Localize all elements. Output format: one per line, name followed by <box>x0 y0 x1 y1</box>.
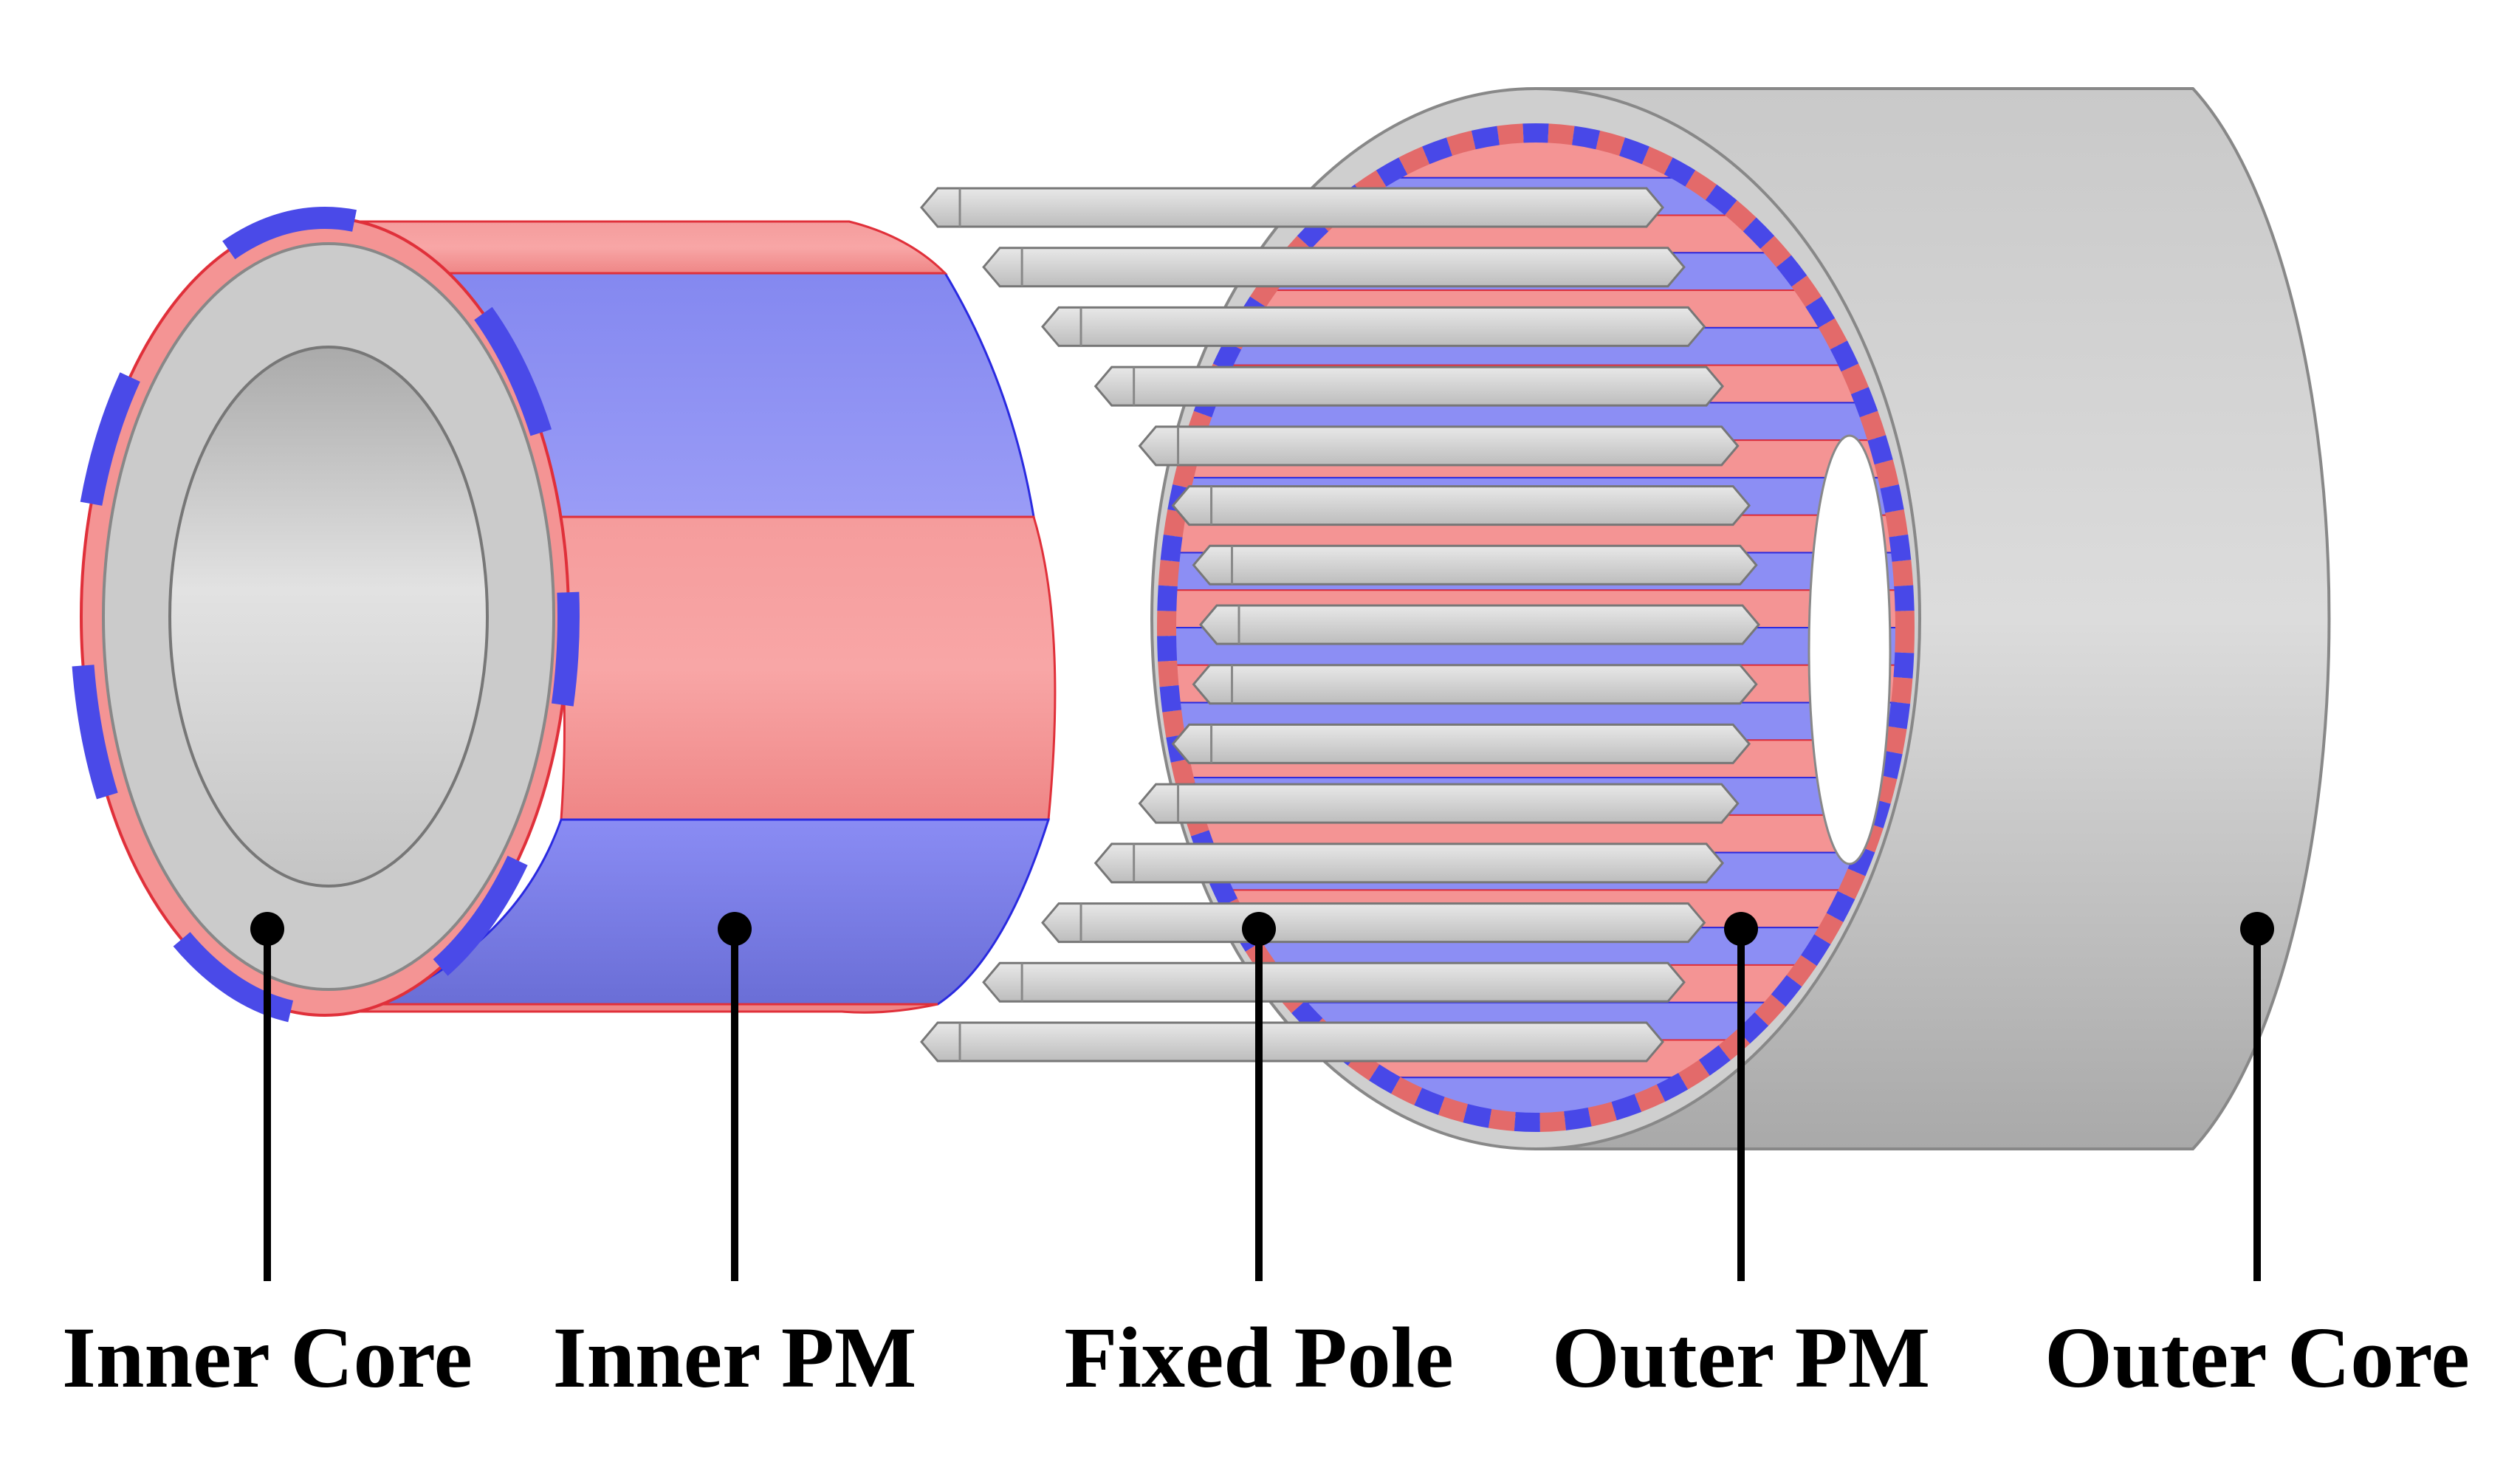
leader-outer-pm <box>1724 912 1758 1281</box>
leader-outer-core <box>2240 912 2274 1281</box>
inner-pm-red-middle <box>545 515 1057 821</box>
leader-lines <box>250 912 2274 1281</box>
outer-pm-rim <box>1157 123 1915 1132</box>
leader-fixed-pole <box>1242 912 1276 1281</box>
label-inner-core: Inner Core <box>61 1309 473 1406</box>
fixed-pole-tooth <box>920 1021 1664 1063</box>
leader-inner-pm <box>718 912 752 1281</box>
fixed-pole-tooth <box>1138 425 1740 467</box>
fixed-pole-tooth <box>982 247 1686 288</box>
fixed-pole-tooth <box>1094 366 1725 407</box>
label-inner-pm: Inner PM <box>552 1309 917 1406</box>
fixed-pole-tooth <box>1171 485 1751 526</box>
inner-pm <box>265 220 1057 1014</box>
fixed-pole-tooth <box>1199 604 1760 645</box>
label-outer-core: Outer Core <box>2045 1309 2470 1406</box>
inner-core-bore <box>168 346 489 888</box>
label-outer-pm: Outer PM <box>1551 1309 1931 1406</box>
outer-core-far-opening <box>1807 434 1892 865</box>
inner-pm-red-bottom <box>265 1003 938 1014</box>
fixed-pole <box>920 187 1760 1063</box>
label-fixed-pole: Fixed Pole <box>1064 1309 1454 1406</box>
fixed-pole-tooth <box>1138 783 1740 824</box>
fixed-pole-tooth <box>982 961 1686 1003</box>
fixed-pole-tooth <box>920 187 1664 228</box>
fixed-pole-tooth <box>1192 544 1758 586</box>
fixed-pole-tooth <box>1094 842 1725 884</box>
fixed-pole-tooth <box>1041 902 1706 944</box>
inner-core <box>70 207 580 1026</box>
fixed-pole-tooth <box>1041 306 1706 347</box>
fixed-pole-tooth <box>1171 723 1751 764</box>
fixed-pole-tooth <box>1192 664 1758 705</box>
leader-inner-core <box>250 912 284 1281</box>
